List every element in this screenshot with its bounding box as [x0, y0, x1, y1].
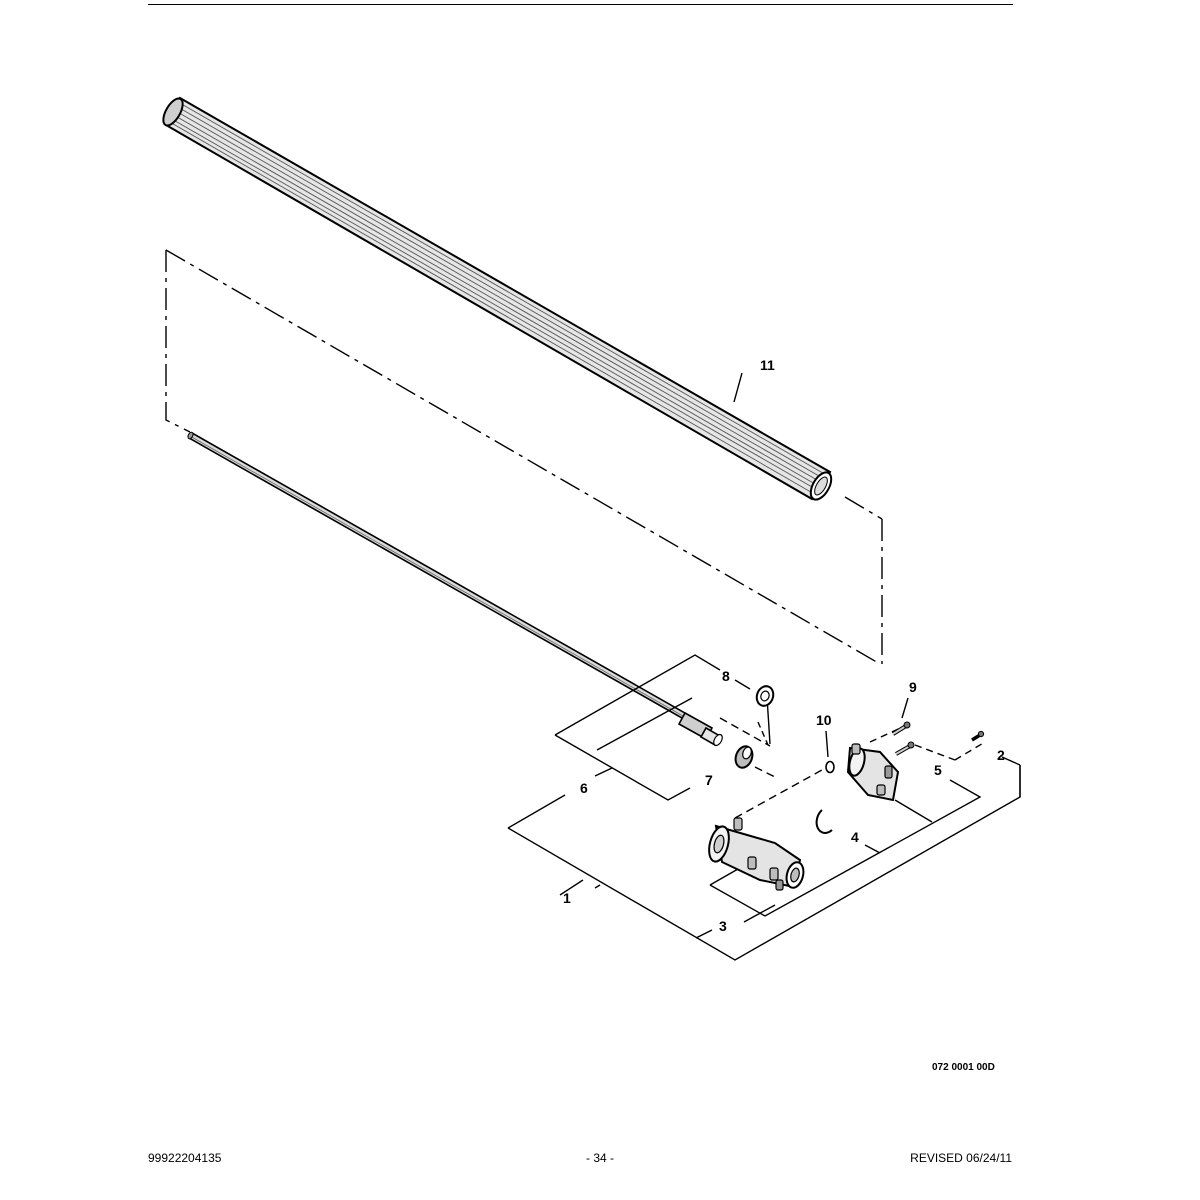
top-rule [148, 4, 1013, 5]
reference-brackets [507, 372, 1021, 961]
footer-revision: REVISED 06/24/11 [910, 1151, 1012, 1165]
footer-page-number: - 34 - [585, 1151, 614, 1165]
callout-1: 1 [563, 890, 571, 906]
callout-10: 10 [816, 712, 832, 728]
washer-part-8 [755, 685, 775, 707]
callout-3: 3 [719, 918, 727, 934]
callout-4: 4 [851, 829, 859, 845]
housing-half-part-3 [708, 817, 805, 891]
drive-shaft-part-6 [187, 431, 723, 747]
snap-ring-part-4 [815, 809, 833, 834]
bushing-part-7 [734, 745, 754, 769]
callout-9: 9 [909, 679, 917, 695]
callout-8: 8 [722, 668, 730, 684]
callout-6: 6 [580, 780, 588, 796]
screw-part-2 [971, 730, 985, 742]
drawing-number: 072 0001 00D [932, 1062, 995, 1073]
callout-7: 7 [705, 772, 713, 788]
callout-5: 5 [934, 762, 942, 778]
washer-part-10 [825, 760, 835, 774]
screw-part-9 [891, 721, 911, 736]
callout-11: 11 [760, 357, 775, 373]
screw-part-5 [895, 741, 915, 756]
drive-tube-part-11 [162, 96, 833, 501]
footer-part-number: 99922204135 [148, 1151, 222, 1165]
assembly-lines [165, 249, 986, 819]
housing-half-right [846, 743, 900, 802]
callout-2: 2 [997, 747, 1005, 763]
